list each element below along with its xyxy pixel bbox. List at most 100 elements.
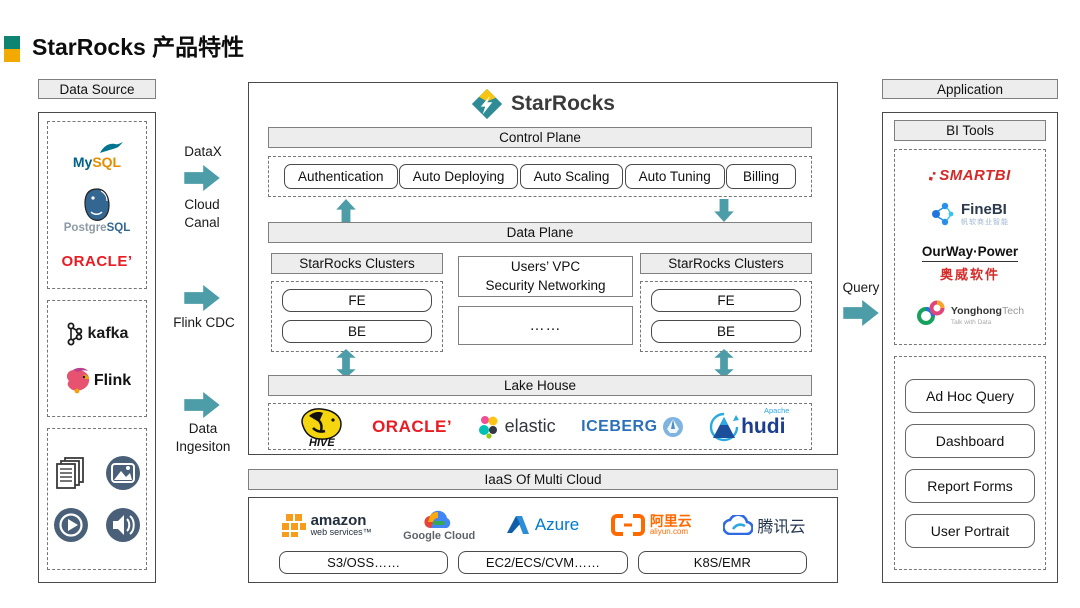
elastic-icon	[478, 415, 498, 439]
application-header: Application	[882, 79, 1058, 99]
control-plane-bar: Control Plane	[268, 127, 812, 148]
iceberg-icon	[662, 416, 683, 437]
iaas-buttons-row: S3/OSS…… EC2/ECS/CVM…… K8S/EMR	[279, 551, 807, 574]
application-panel	[882, 112, 1058, 583]
azure-icon	[506, 516, 529, 534]
aws-logo: amazon web services™	[281, 512, 372, 538]
smartbi-dots-icon	[929, 171, 936, 181]
data-plane-bar: Data Plane	[268, 222, 812, 243]
flink-squirrel-icon	[66, 367, 89, 394]
data-source-header: Data Source	[38, 79, 156, 99]
google-cloud-icon	[424, 510, 451, 529]
starrocks-icon	[471, 88, 503, 120]
cloud-logos-row: amazon web services™ Google Cloud Azure	[249, 504, 837, 546]
feature-authentication: Authentication	[284, 164, 398, 189]
finebi-logo: FineBI 帆软商业智能	[931, 201, 1009, 227]
right-cluster-box: FE BE	[640, 281, 812, 352]
iaas-button-ec2: EC2/ECS/CVM……	[458, 551, 628, 574]
feature-auto-scaling: Auto Scaling	[519, 164, 624, 189]
hive-logo: HIVE	[295, 406, 347, 449]
flow-query-label: Query	[842, 280, 880, 295]
right-cluster-header: StarRocks Clusters	[640, 253, 812, 274]
hudi-apache-label: Apache	[763, 405, 790, 415]
documents-icon	[56, 457, 84, 489]
ourway-logo: OurWay·Power 奥威软件	[921, 244, 1019, 282]
flow-ingestion-label: Data Ingesiton	[175, 421, 231, 455]
app-adhoc-query: Ad Hoc Query	[905, 378, 1035, 413]
arrow-down-dataplane	[714, 199, 734, 222]
tencent-cloud-logo: 腾讯云	[723, 513, 805, 537]
arrow-updown-left	[336, 349, 356, 378]
oracle-lake-logo: ORACLE’	[372, 416, 453, 436]
vpc-ellipsis-box: ……	[458, 306, 633, 345]
app-report-forms: Report Forms	[905, 468, 1035, 503]
app-user-portrait: User Portrait	[905, 513, 1035, 548]
bi-tools-header: BI Tools	[894, 120, 1046, 141]
arrow-up-control	[336, 199, 356, 222]
iaas-button-s3: S3/OSS……	[279, 551, 449, 574]
azure-logo: Azure	[506, 515, 579, 535]
hudi-logo: hudi Apache	[709, 406, 789, 442]
flink-logo: Flink	[63, 367, 131, 395]
yonghong-rings-icon	[916, 300, 945, 326]
iceberg-logo: ICEBERG	[581, 416, 683, 438]
left-cluster-box: FE BE	[271, 281, 443, 352]
applications-group: Ad Hoc Query Dashboard Report Forms User…	[894, 356, 1046, 570]
left-cluster-header: StarRocks Clusters	[271, 253, 443, 274]
flow-cloudcanal-label: Cloud Canal	[184, 197, 220, 231]
lake-house-bar: Lake House	[268, 375, 812, 396]
svg-text:HIVE: HIVE	[309, 437, 335, 448]
postgresql-logo: PostgreSQL	[64, 188, 130, 234]
smartbi-logo: SMARTBI	[929, 167, 1011, 184]
iaas-button-k8s: K8S/EMR	[637, 551, 807, 574]
google-cloud-logo: Google Cloud	[403, 508, 475, 542]
title-bullet	[4, 36, 20, 62]
page-title: StarRocks 产品特性	[32, 34, 245, 60]
feature-auto-deploying: Auto Deploying	[398, 164, 519, 189]
iaas-bar: IaaS Of Multi Cloud	[248, 469, 838, 490]
flow-flinkcdc-label: Flink CDC	[173, 315, 235, 330]
data-source-panel	[38, 112, 156, 583]
flow-flinkcdc-arrow	[184, 285, 220, 311]
media-sources-group	[47, 428, 147, 570]
right-be-node: BE	[651, 320, 801, 343]
database-sources-group: MySQL PostgreSQL ORACLE’	[47, 121, 147, 289]
center-panel	[248, 82, 838, 455]
postgresql-elephant-icon	[84, 188, 110, 221]
finebi-icon	[932, 202, 954, 226]
flow-ingestion-arrow	[184, 392, 220, 418]
hudi-icon	[709, 412, 740, 441]
kafka-icon	[67, 322, 82, 346]
flow-datax-arrow	[184, 165, 220, 191]
starrocks-logo: StarRocks	[248, 88, 838, 120]
yonghong-logo: YonghongTech Talk with Data	[916, 300, 1024, 327]
streaming-sources-group: kafka Flink	[47, 300, 147, 417]
elastic-logo: elastic	[478, 415, 556, 439]
feature-auto-tuning: Auto Tuning	[624, 164, 725, 189]
right-fe-node: FE	[651, 289, 801, 312]
mysql-logo: MySQL	[70, 141, 124, 170]
iaas-box: amazon web services™ Google Cloud Azure	[248, 497, 838, 583]
feature-billing: Billing	[725, 164, 796, 189]
video-icon	[54, 508, 88, 542]
vpc-box: Users’ VPC Security Networking	[458, 256, 633, 297]
app-dashboard: Dashboard	[905, 423, 1035, 458]
mysql-dolphin-icon	[100, 141, 123, 153]
oracle-logo: ORACLE’	[61, 252, 133, 270]
flow-query-arrow	[843, 300, 879, 326]
left-fe-node: FE	[282, 289, 432, 312]
hive-bee-icon: HIVE	[300, 407, 342, 449]
aws-cubes-icon	[281, 514, 306, 537]
image-icon	[106, 456, 140, 490]
lake-house-logos: HIVE ORACLE’ elastic ICEBERG hudi Ap	[268, 403, 812, 450]
arrow-updown-right	[714, 349, 734, 378]
left-be-node: BE	[282, 320, 432, 343]
kafka-logo: kafka	[66, 322, 128, 346]
aliyun-logo: 阿里云 aliyun.com	[610, 514, 692, 536]
aliyun-bracket-icon	[610, 514, 645, 536]
flow-datax-label: DataX	[184, 144, 222, 159]
audio-icon	[106, 508, 140, 542]
bi-tools-group: SMARTBI FineBI 帆软商业智能 OurWay·Power 奥威软件	[894, 149, 1046, 345]
control-plane-features: Authentication Auto Deploying Auto Scali…	[268, 156, 812, 197]
tencent-cloud-icon	[723, 515, 754, 535]
